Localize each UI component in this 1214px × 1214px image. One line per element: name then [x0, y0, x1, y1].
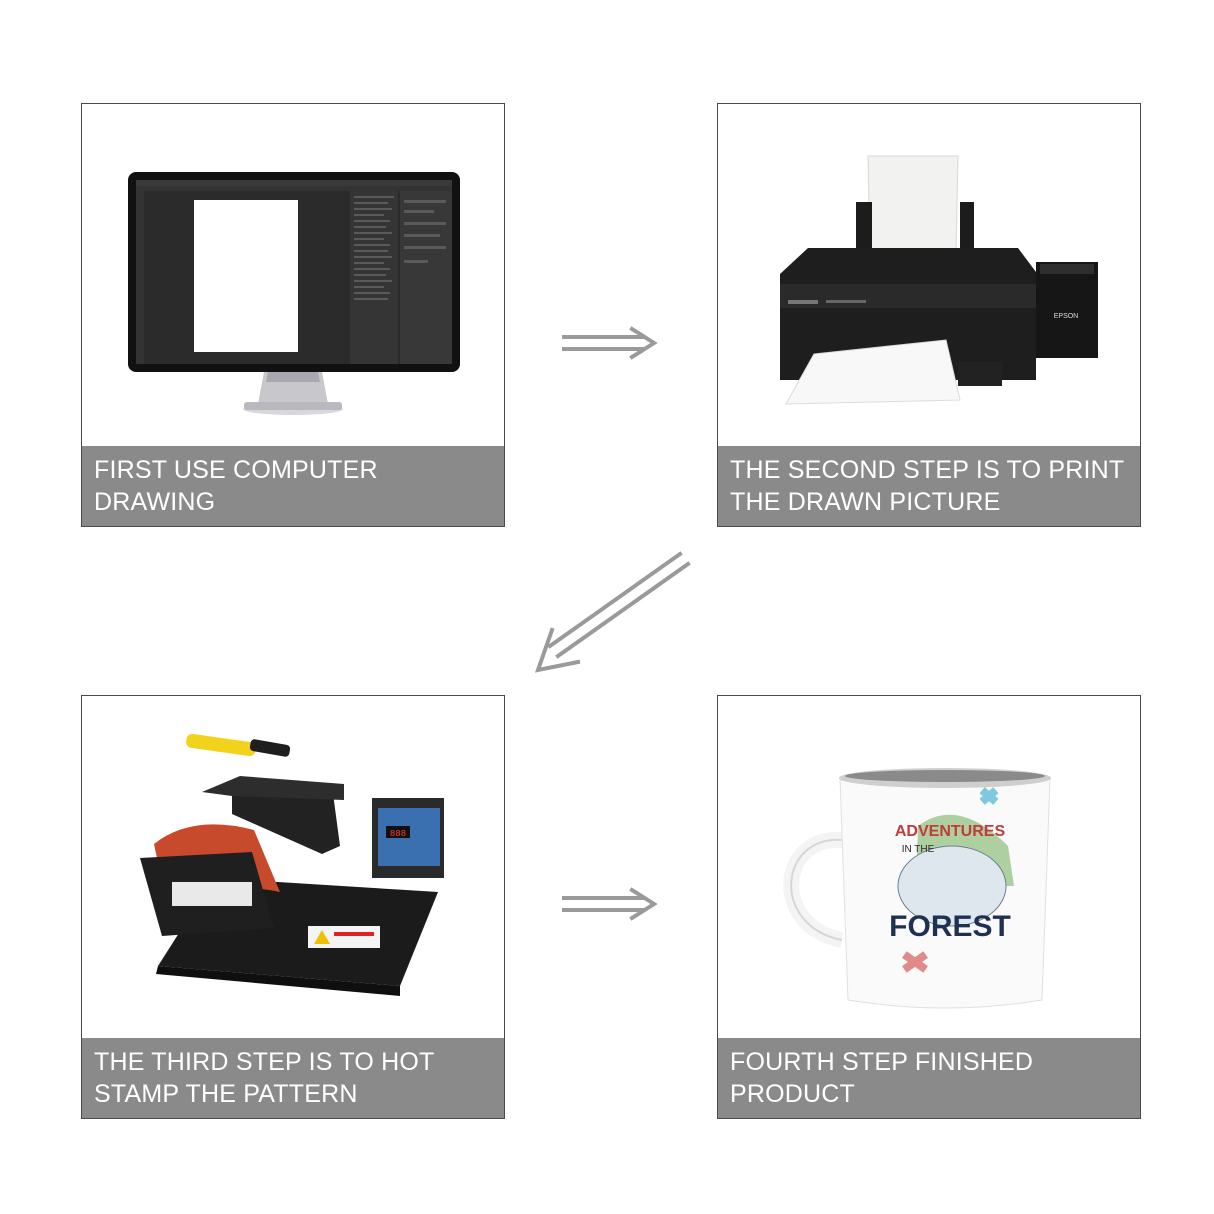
- step-1-caption: FIRST USE COMPUTER DRAWING: [82, 446, 504, 526]
- mug-print-top: ADVENTURES: [895, 823, 1006, 840]
- arrow-down-left-icon: [534, 551, 691, 673]
- arrow-right-icon: [562, 887, 658, 921]
- step-2-caption-line-2: THE DRAWN PICTURE: [730, 488, 1001, 516]
- step-3-caption-line-2: STAMP THE PATTERN: [94, 1080, 358, 1108]
- heat-press-icon: 888: [140, 733, 444, 996]
- printer-brand-label: EPSON: [1054, 313, 1079, 320]
- mug-print-bottom: FOREST: [889, 910, 1011, 943]
- step-3-panel: 888 THE THIRD STEP IS TO HOT STAMP THE P…: [81, 695, 505, 1119]
- step-2-panel: EPSON THE SECOND STEP IS TO PRINT THE DR…: [717, 103, 1141, 527]
- step-1-panel: FIRST USE COMPUTER DRAWING: [81, 103, 505, 527]
- step-2-caption: THE SECOND STEP IS TO PRINT THE DRAWN PI…: [718, 446, 1140, 526]
- arrow-right-icon: [562, 326, 658, 360]
- mug-icon: ADVENTURES IN THE FOREST: [783, 768, 1051, 1009]
- step-1-caption-text: FIRST USE COMPUTER DRAWING: [94, 456, 378, 516]
- svg-text:888: 888: [390, 829, 406, 839]
- step-4-panel: ADVENTURES IN THE FOREST FOURTH STEP FIN…: [717, 695, 1141, 1119]
- step-4-caption-text: FOURTH STEP FINISHED PRODUCT: [730, 1048, 1034, 1108]
- monitor-icon: [128, 172, 460, 415]
- step-3-caption: THE THIRD STEP IS TO HOT STAMP THE PATTE…: [82, 1038, 504, 1118]
- step-2-caption-line-1: THE SECOND STEP IS TO PRINT: [730, 456, 1125, 484]
- printer-icon: EPSON: [780, 155, 1098, 405]
- step-4-caption: FOURTH STEP FINISHED PRODUCT: [718, 1038, 1140, 1118]
- step-3-caption-line-1: THE THIRD STEP IS TO HOT: [94, 1048, 435, 1076]
- mug-print-mid: IN THE: [902, 844, 935, 855]
